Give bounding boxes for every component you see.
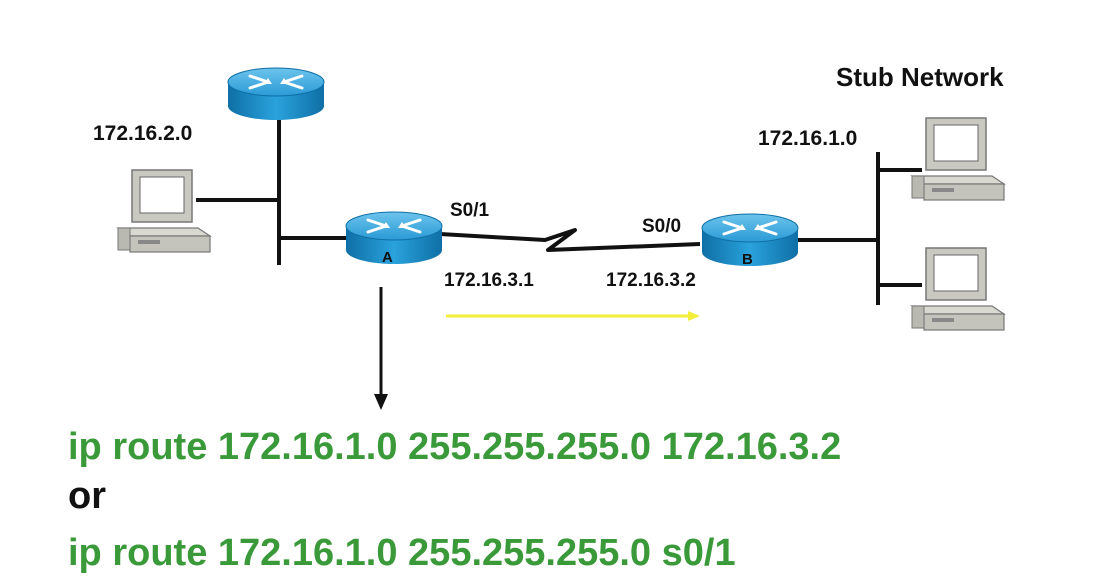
or-label: or xyxy=(68,475,106,517)
down-arrow-head xyxy=(374,394,388,410)
ip-a-label: 172.16.3.1 xyxy=(444,270,534,291)
router-b-label: B xyxy=(742,251,753,268)
command-line-2: ip route 172.16.1.0 255.255.255.0 s0/1 xyxy=(68,532,736,574)
network-left-label: 172.16.2.0 xyxy=(93,122,192,145)
command-line-1: ip route 172.16.1.0 255.255.255.0 172.16… xyxy=(68,426,842,468)
serial-link xyxy=(439,228,701,252)
router-a-icon xyxy=(344,210,444,266)
ip-b-label: 172.16.3.2 xyxy=(606,270,696,291)
iface-b-label: S0/0 xyxy=(642,216,681,237)
stub-network-label: Stub Network xyxy=(836,62,1004,92)
stub-pc1-icon xyxy=(911,117,1005,201)
left-pc-icon xyxy=(117,169,211,253)
stub-pc2-icon xyxy=(911,247,1005,331)
iface-a-label: S0/1 xyxy=(450,200,490,221)
router-a-label: A xyxy=(382,249,393,266)
top-router-icon xyxy=(226,66,326,122)
network-right-label: 172.16.1.0 xyxy=(758,127,857,150)
flow-arrow-head xyxy=(688,311,700,321)
